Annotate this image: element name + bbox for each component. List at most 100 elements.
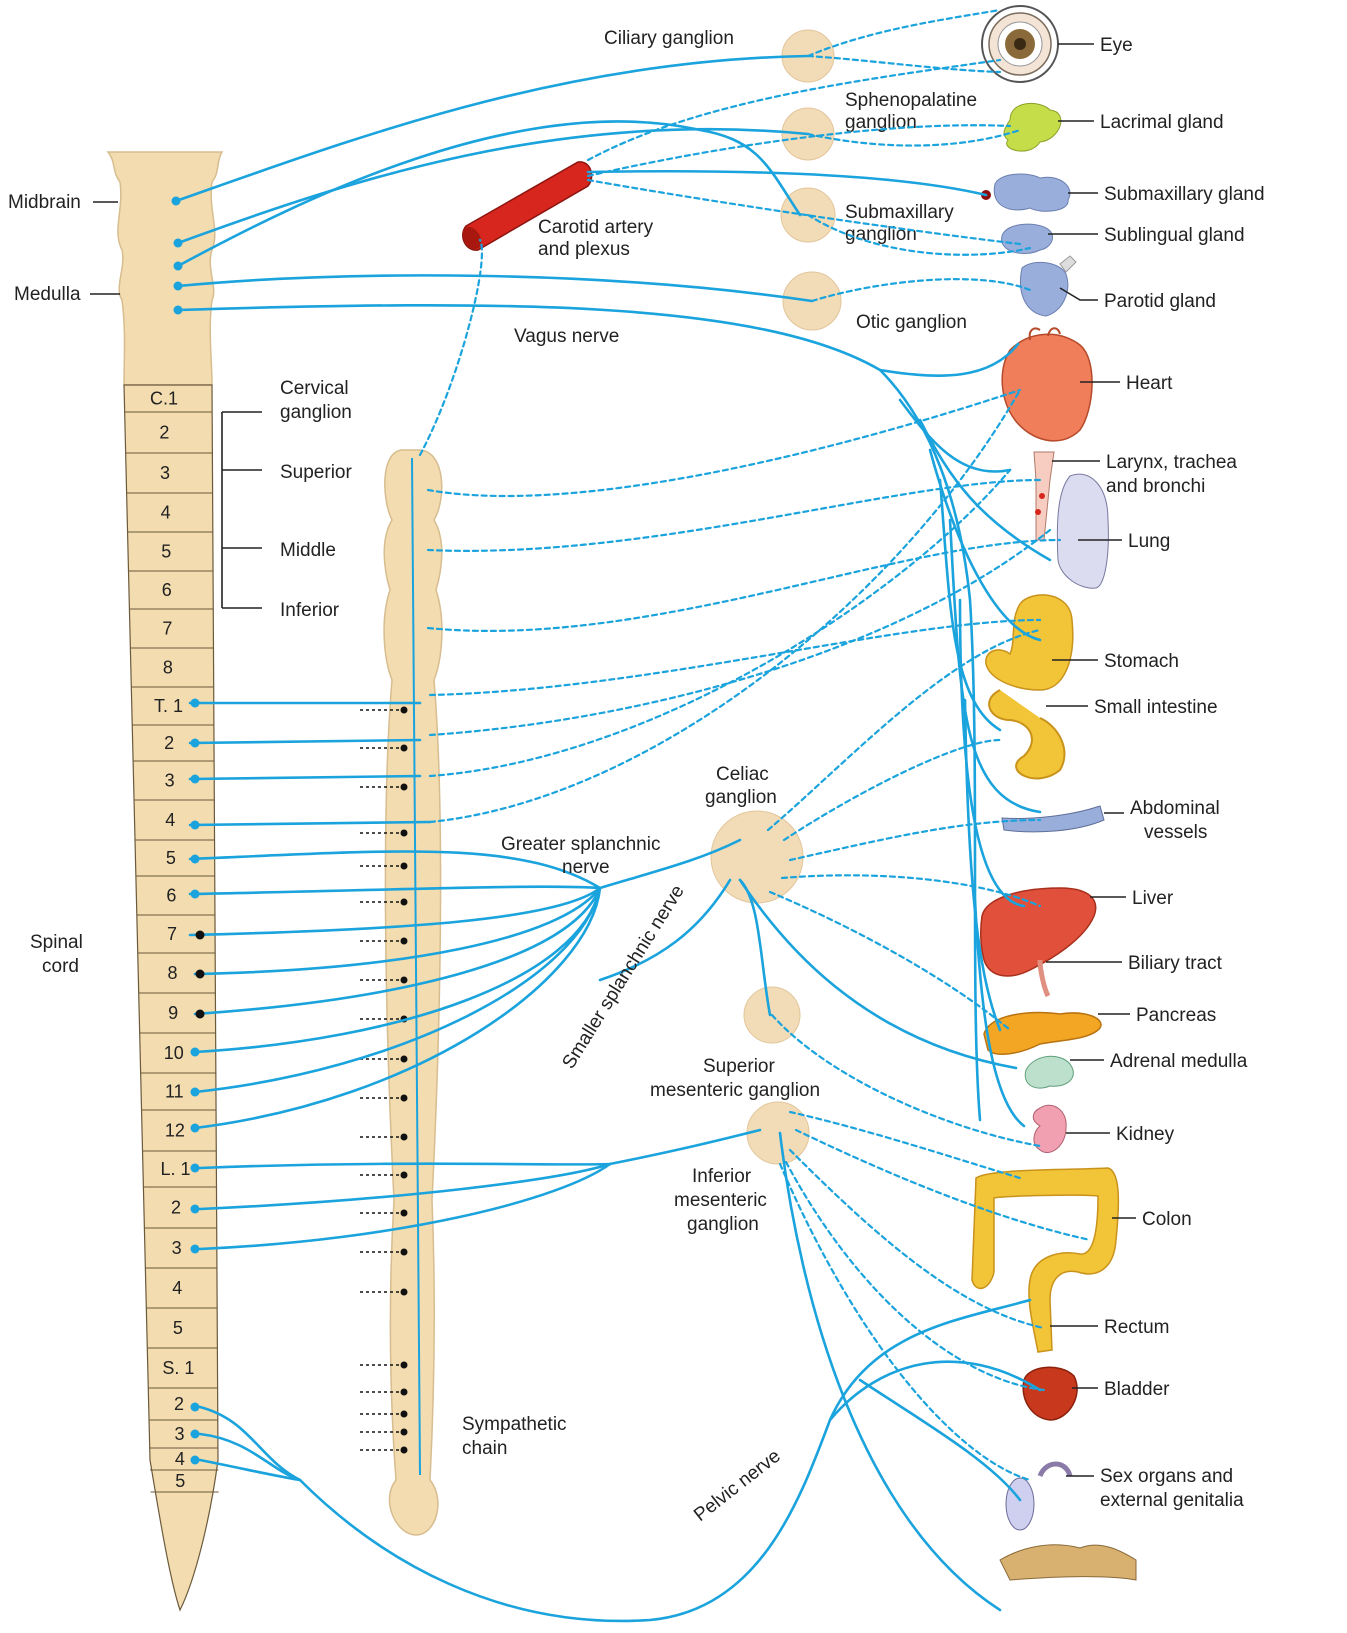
gray-ramus-dot	[401, 863, 408, 870]
cord-segment-label: 5	[166, 848, 176, 868]
sex-organs-label-1: Sex organs and	[1100, 1466, 1233, 1487]
superior-mesenteric-label-1: Superior	[703, 1056, 775, 1077]
gray-ramus-dot	[401, 745, 408, 752]
cord-efferent-dot	[191, 1430, 200, 1439]
sphenopalatine-label-1: Sphenopalatine	[845, 90, 977, 111]
cervical-ganglion-title-1: Cervical	[280, 378, 349, 399]
pelvic-nerve-label: Pelvic nerve	[690, 1446, 784, 1526]
adrenal-label: Adrenal medulla	[1110, 1051, 1248, 1072]
cord-afferent-dot	[196, 970, 205, 979]
cord-segment-label: 12	[165, 1121, 185, 1141]
gray-ramus-dot	[401, 1095, 408, 1102]
cord-afferent-dot	[196, 1010, 205, 1019]
sympathetic-chain-label-1: Sympathetic	[462, 1414, 567, 1435]
small-intestine	[989, 690, 1064, 778]
cord-efferent-dot	[191, 855, 200, 864]
sex-organs-label-2: external genitalia	[1100, 1490, 1244, 1511]
cord-segment-label: 7	[162, 619, 172, 639]
cord-efferent-dot	[191, 739, 200, 748]
cord-efferent-dot	[191, 1088, 200, 1097]
cord-segment-label: 2	[174, 1394, 184, 1414]
gray-ramus-dot	[401, 1429, 408, 1436]
celiac-label-1: Celiac	[716, 764, 769, 785]
pancreas	[984, 1013, 1101, 1055]
cord-efferent-dot	[191, 1403, 200, 1412]
cord-segment-label: 3	[175, 1424, 185, 1444]
parotid-label: Parotid gland	[1104, 291, 1216, 312]
gray-ramus-dot	[401, 1362, 408, 1369]
cord-segment-label: C.1	[150, 389, 178, 409]
cord-segment-label: 8	[163, 658, 173, 678]
cord-segment-label: 2	[159, 423, 169, 443]
cord-segment-label: 3	[160, 463, 170, 483]
cord-efferent-dot	[191, 821, 200, 830]
colon-label: Colon	[1142, 1209, 1192, 1230]
cervical-ganglion-title-2: ganglion	[280, 402, 352, 423]
gray-ramus-dot	[401, 1172, 408, 1179]
medulla-label: Medulla	[14, 284, 81, 305]
gray-ramus-dot	[401, 938, 408, 945]
heart-label: Heart	[1126, 373, 1173, 394]
ciliary-ganglion-label: Ciliary ganglion	[604, 28, 734, 49]
cervical-inferior-label: Inferior	[280, 600, 340, 621]
cord-segment-label: 8	[168, 963, 178, 983]
rectum-label: Rectum	[1104, 1317, 1169, 1338]
lung-label: Lung	[1128, 531, 1170, 552]
cord-segment-label: 9	[168, 1003, 178, 1023]
larynx-label-2: and bronchi	[1106, 476, 1205, 497]
sympathetic-chain-label-2: chain	[462, 1438, 507, 1459]
cord-segment-label: 5	[161, 542, 171, 562]
cord-efferent-dot	[191, 1245, 200, 1254]
eye-label: Eye	[1100, 35, 1133, 56]
colon	[972, 1168, 1118, 1352]
cord-efferent-dot	[191, 1205, 200, 1214]
lacrimal-label: Lacrimal gland	[1100, 112, 1224, 133]
cord-segment-label: 10	[164, 1043, 184, 1063]
cervical-bracket	[222, 412, 262, 608]
gray-ramus-dot	[401, 899, 408, 906]
pancreas-label: Pancreas	[1136, 1005, 1216, 1026]
sublingual-label: Sublingual gland	[1104, 225, 1245, 246]
liver-label: Liver	[1132, 888, 1174, 909]
cord-segment-label: 4	[161, 503, 171, 523]
gray-ramus-dot	[401, 1134, 408, 1141]
spinal-cord-label-1: Spinal	[30, 932, 83, 953]
carotid-label-2: and plexus	[538, 239, 630, 260]
greater-splanchnic-label-2: nerve	[562, 857, 610, 878]
lung	[1057, 474, 1108, 588]
spinal-cord: C.12345678T. 123456789101112L. 12345S. 1…	[108, 152, 222, 1610]
gray-ramus-dot	[401, 1447, 408, 1454]
gray-ramus-dot	[401, 830, 408, 837]
lacrimal-gland	[1004, 103, 1061, 151]
inferior-mesenteric-label-1: Inferior	[692, 1166, 752, 1187]
bladder-label: Bladder	[1104, 1379, 1170, 1400]
cord-afferent-dot	[196, 931, 205, 940]
spinal-cord-label-2: cord	[42, 956, 79, 977]
cord-segment-label: 4	[172, 1278, 182, 1298]
carotid-label-1: Carotid artery	[538, 217, 654, 238]
submaxillary-gland	[994, 174, 1070, 211]
gray-ramus-dot	[401, 784, 408, 791]
biliary-tract	[1040, 960, 1048, 996]
cord-efferent-dot	[191, 775, 200, 784]
gray-ramus-dot	[401, 1249, 408, 1256]
stomach-label: Stomach	[1104, 651, 1179, 672]
larynx-label-1: Larynx, trachea	[1106, 452, 1237, 473]
superior-mesenteric-label-2: mesenteric ganglion	[650, 1080, 820, 1101]
cord-efferent-dot	[191, 1048, 200, 1057]
gray-ramus-dot	[401, 1210, 408, 1217]
cord-segment-label: 5	[175, 1471, 185, 1491]
bladder	[1023, 1367, 1077, 1420]
cervical-middle-label: Middle	[280, 540, 336, 561]
gray-ramus-dot	[401, 1389, 408, 1396]
inferior-mesenteric-ganglion	[747, 1102, 809, 1164]
cord-segment-label: 3	[165, 771, 175, 791]
smaller-splanchnic-label: Smaller splanchnic nerve	[558, 882, 688, 1073]
abdominal-vessels-label-2: vessels	[1144, 822, 1207, 843]
submaxillary-ganglion-label-2: ganglion	[845, 224, 917, 245]
submaxillary-gland-label: Submaxillary gland	[1104, 184, 1265, 205]
cord-efferent-dot	[191, 890, 200, 899]
midbrain-label: Midbrain	[8, 192, 81, 213]
cord-segment-label: S. 1	[162, 1358, 194, 1378]
cervical-superior-label: Superior	[280, 462, 352, 483]
